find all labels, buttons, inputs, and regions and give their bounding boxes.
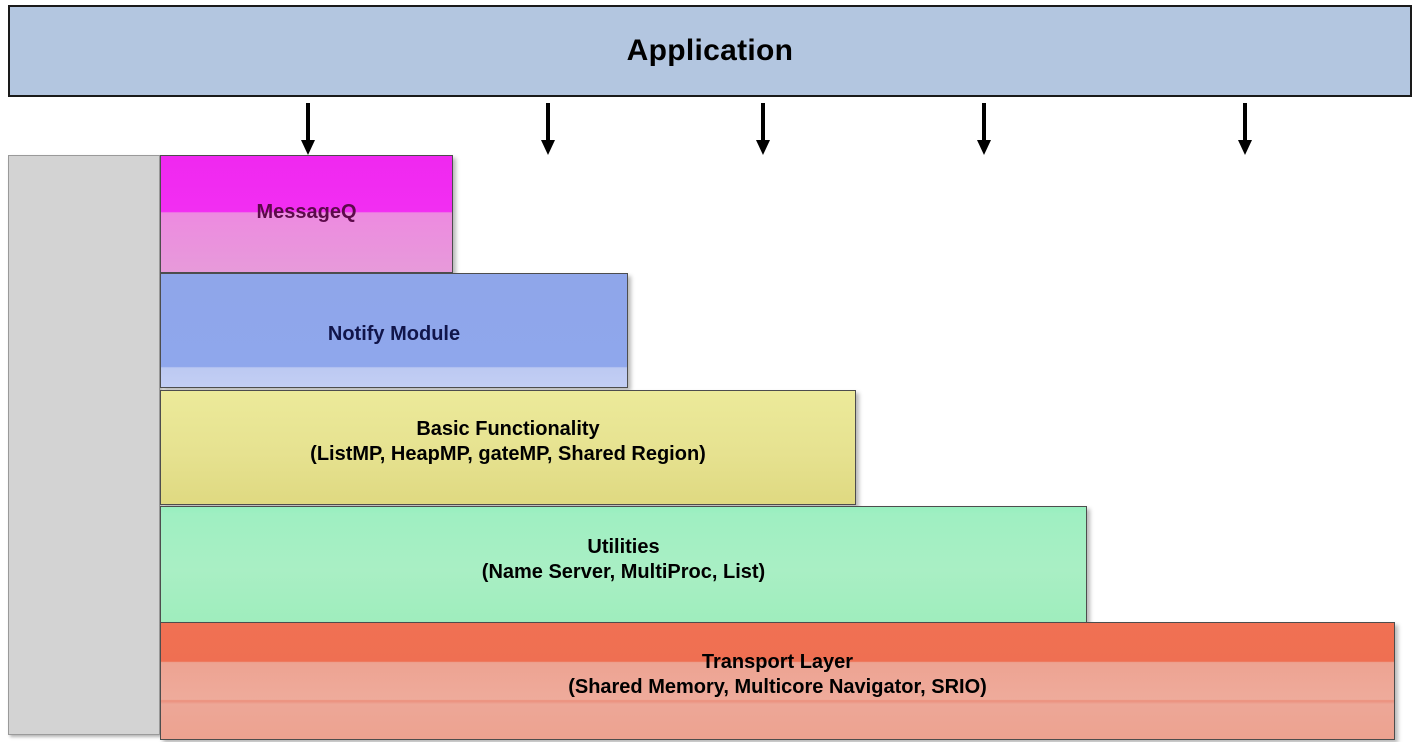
layer-messageq-label: MessageQ bbox=[256, 201, 357, 223]
arrow-down-icon-5 bbox=[1236, 103, 1254, 155]
arrow-head bbox=[301, 140, 315, 155]
arrow-head bbox=[756, 140, 770, 155]
layer-basic-functionality: Basic Functionality (ListMP, HeapMP, gat… bbox=[160, 390, 856, 505]
arrow-shaft bbox=[982, 103, 986, 143]
layer-basic-functionality-sublabel: (ListMP, HeapMP, gateMP, Shared Region) bbox=[310, 443, 706, 465]
arrow-shaft bbox=[306, 103, 310, 143]
page-title: Application bbox=[626, 34, 794, 67]
layer-utilities-sublabel: (Name Server, MultiProc, List) bbox=[481, 561, 766, 583]
arrow-shaft bbox=[546, 103, 550, 143]
layer-transport-layer-label: Transport Layer bbox=[701, 651, 854, 673]
arrow-down-icon-2 bbox=[539, 103, 557, 155]
arrow-head bbox=[977, 140, 991, 155]
layer-transport-layer: Transport Layer (Shared Memory, Multicor… bbox=[160, 622, 1395, 740]
layer-messageq: MessageQ bbox=[160, 155, 453, 273]
arrow-down-icon-3 bbox=[754, 103, 772, 155]
layer-basic-functionality-label: Basic Functionality bbox=[416, 418, 600, 440]
layer-transport-layer-sublabel: (Shared Memory, Multicore Navigator, SRI… bbox=[568, 676, 987, 698]
arrow-down-icon-4 bbox=[975, 103, 993, 155]
arrow-shaft bbox=[761, 103, 765, 143]
layer-utilities-label: Utilities bbox=[587, 536, 660, 558]
layer-notify-module: Notify Module bbox=[160, 273, 628, 388]
arrow-head bbox=[1238, 140, 1252, 155]
arrow-down-icon-1 bbox=[299, 103, 317, 155]
gray-backdrop bbox=[8, 155, 160, 735]
layer-utilities: Utilities (Name Server, MultiProc, List) bbox=[160, 506, 1087, 623]
layer-notify-module-label: Notify Module bbox=[327, 323, 461, 345]
arrow-head bbox=[541, 140, 555, 155]
application-header-box: Application bbox=[8, 5, 1412, 97]
arrow-shaft bbox=[1243, 103, 1247, 143]
